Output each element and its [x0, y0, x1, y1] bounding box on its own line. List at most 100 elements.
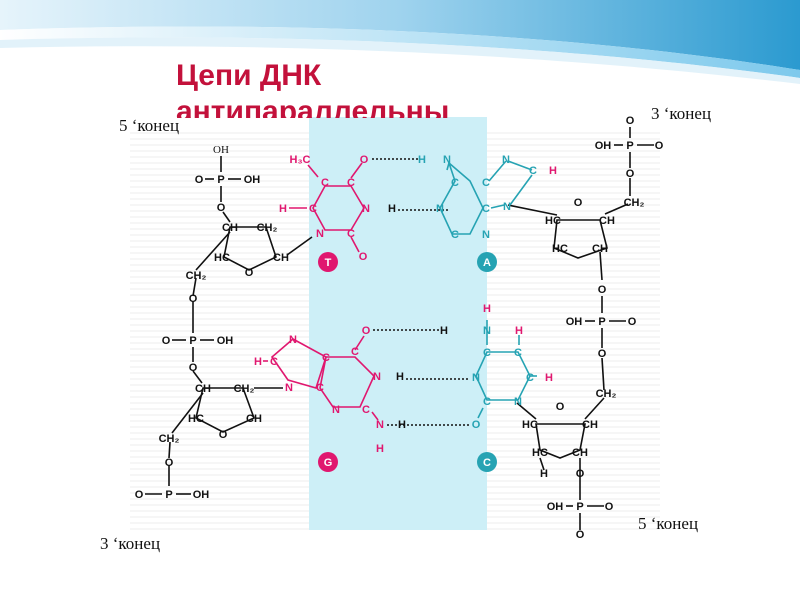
atom-p: P — [165, 489, 172, 501]
base-letter-a: A — [483, 257, 491, 269]
atom-n: N — [502, 154, 510, 166]
atom-o: O — [655, 140, 664, 152]
atom-c: C — [362, 404, 370, 416]
atom-h: H — [279, 203, 287, 215]
atom-ch: CH — [599, 215, 615, 227]
atom-p: P — [576, 501, 583, 513]
atom-h: H — [545, 372, 553, 384]
atom-o: O — [189, 293, 198, 305]
atom-o: O — [359, 251, 368, 263]
atom-h: H — [418, 154, 426, 166]
hydrogen-bonds — [372, 158, 470, 426]
atom-n: N — [332, 404, 340, 416]
atom-c: C — [347, 228, 355, 240]
base-badge-t — [318, 252, 338, 272]
atom-n: N — [362, 203, 370, 215]
right-backbone-atoms: O OH P O O CH₂ O HC CH HC CH O OH P O O … — [522, 115, 664, 541]
atom-o: O — [472, 419, 481, 431]
atom-ch2: CH₂ — [234, 383, 255, 395]
base-badge-a — [477, 252, 497, 272]
atom-n: N — [285, 382, 293, 394]
atom-c: C — [526, 372, 534, 384]
cytosine-atoms: H H N H C C N C H C N O — [440, 303, 553, 431]
atom-oh: OH — [547, 501, 564, 513]
atom-o: O — [574, 197, 583, 209]
atom-h: H — [388, 203, 396, 215]
atom-p: P — [626, 140, 633, 152]
guanine-bonds — [263, 335, 379, 421]
atom-o: O — [219, 429, 228, 441]
adenine-atoms: H N N C C C H N C N C N — [418, 154, 557, 241]
atom-h: H — [540, 468, 548, 480]
label-five-prime-left: 5 ‘конец — [119, 116, 180, 135]
atom-h: H — [483, 303, 491, 315]
atom-o: O — [598, 348, 607, 360]
atom-h: H — [254, 356, 262, 368]
base-badges: T A G C — [318, 252, 497, 472]
atom-c: C — [482, 177, 490, 189]
atom-o: O — [217, 202, 226, 214]
thymine-bonds — [289, 162, 365, 253]
atom-h: H — [515, 325, 523, 337]
label-three-prime-right: 3 ‘конец — [651, 104, 712, 123]
atom-n: N — [443, 154, 451, 166]
atom-p: P — [217, 174, 224, 186]
atom-oh: OH — [566, 316, 583, 328]
label-five-prime-right: 5 ‘конец — [638, 514, 699, 533]
atom-oh: OH — [193, 489, 210, 501]
atom-c: C — [483, 347, 491, 359]
atom-oh: OH — [244, 174, 261, 186]
atom-c: C — [451, 229, 459, 241]
atom-o: O — [576, 529, 585, 541]
atom-ch: CH — [592, 243, 608, 255]
atom-o: O — [245, 267, 254, 279]
adenine-bonds — [439, 160, 533, 235]
atom-ch2: CH₂ — [596, 388, 617, 400]
left-backbone-atoms: OH O P OH O CH CH₂ HC CH O CH₂ O O P OH … — [135, 144, 289, 501]
atom-ch: CH — [246, 413, 262, 425]
atom-o: O — [162, 335, 171, 347]
atom-c: C — [514, 347, 522, 359]
atom-o: O — [362, 325, 371, 337]
atom-h: H — [396, 371, 404, 383]
base-letter-t: T — [325, 257, 332, 269]
atom-o: O — [135, 489, 144, 501]
thymine-atoms: H₃C C C O H C N H N C O — [279, 154, 396, 263]
atom-o: O — [165, 457, 174, 469]
cytosine-bonds — [475, 320, 537, 419]
atom-c: C — [309, 203, 317, 215]
atom-ch2: CH₂ — [624, 197, 645, 209]
atom-oh-top: OH — [213, 144, 229, 156]
atom-ch2: CH₂ — [159, 433, 180, 445]
atom-ch: CH — [222, 222, 238, 234]
atom-n: N — [436, 203, 444, 215]
atom-oh: OH — [595, 140, 612, 152]
atom-c: C — [270, 356, 278, 368]
atom-c: C — [483, 396, 491, 408]
atom-c: C — [321, 177, 329, 189]
atom-c: C — [451, 177, 459, 189]
atom-n: N — [373, 371, 381, 383]
atom-hc: HC — [552, 243, 568, 255]
atom-n: N — [316, 228, 324, 240]
atom-hc: HC — [214, 252, 230, 264]
atom-n: N — [376, 419, 384, 431]
atom-ch: CH — [273, 252, 289, 264]
atom-n: N — [289, 334, 297, 346]
base-letter-g: G — [324, 457, 333, 469]
atom-ch: CH — [572, 447, 588, 459]
atom-o: O — [189, 362, 198, 374]
atom-c: C — [347, 177, 355, 189]
atom-ch2: CH₂ — [257, 222, 278, 234]
atom-ch: CH — [195, 383, 211, 395]
header-swoosh — [0, 0, 800, 84]
atom-ch2: CH₂ — [186, 270, 207, 282]
atom-o: O — [626, 168, 635, 180]
atom-o: O — [195, 174, 204, 186]
atom-h: H — [549, 165, 557, 177]
backbone-bonds — [145, 127, 654, 530]
atom-n: N — [503, 201, 511, 213]
atom-hc: HC — [532, 447, 548, 459]
atom-c: C — [482, 203, 490, 215]
atom-oh: OH — [217, 335, 234, 347]
